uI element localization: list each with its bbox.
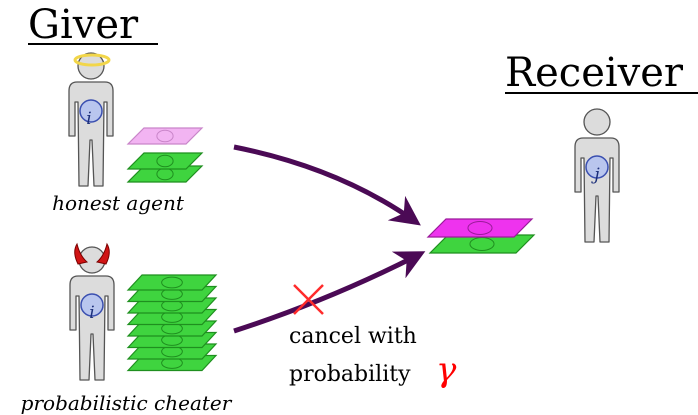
cancel-note-line2: probability (289, 362, 411, 387)
person-badge (585, 155, 609, 179)
cancel-cross-icon (293, 284, 324, 315)
pink-bill-icon (126, 127, 204, 145)
person-body (69, 275, 115, 381)
receiver-money-stack-icon (426, 218, 536, 254)
person-head (583, 108, 611, 136)
giver-heading: Giver (28, 2, 139, 48)
green-bill-icon (126, 152, 204, 170)
honest-badge-label: i (86, 109, 91, 129)
receiver-heading: Receiver (505, 50, 684, 96)
honest-agent-caption: honest agent (52, 191, 185, 215)
person-badge (80, 293, 104, 317)
green-bill-icon (428, 234, 536, 254)
cancel-note-line1: cancel with (289, 324, 417, 349)
receiver-badge-label: j (590, 165, 600, 185)
gamma-symbol: γ (436, 350, 457, 390)
cheater-transfer-arrow-icon (233, 251, 426, 334)
person-body (574, 137, 620, 243)
cheater-badge-label: i (89, 303, 94, 323)
pink-bill-icon (426, 218, 534, 238)
honest-transfer-arrow-icon (233, 144, 421, 226)
receiver-agent-figure (574, 108, 620, 243)
green-bill-icon (126, 274, 218, 291)
devil-horns-icon (74, 242, 110, 265)
halo-icon (73, 53, 111, 67)
cheater-money-stack-icon (126, 274, 218, 372)
cheater-caption: probabilistic cheater (21, 391, 233, 415)
person-body (68, 81, 114, 187)
person-badge (79, 99, 103, 123)
honest-money-stack-icon (126, 127, 204, 183)
